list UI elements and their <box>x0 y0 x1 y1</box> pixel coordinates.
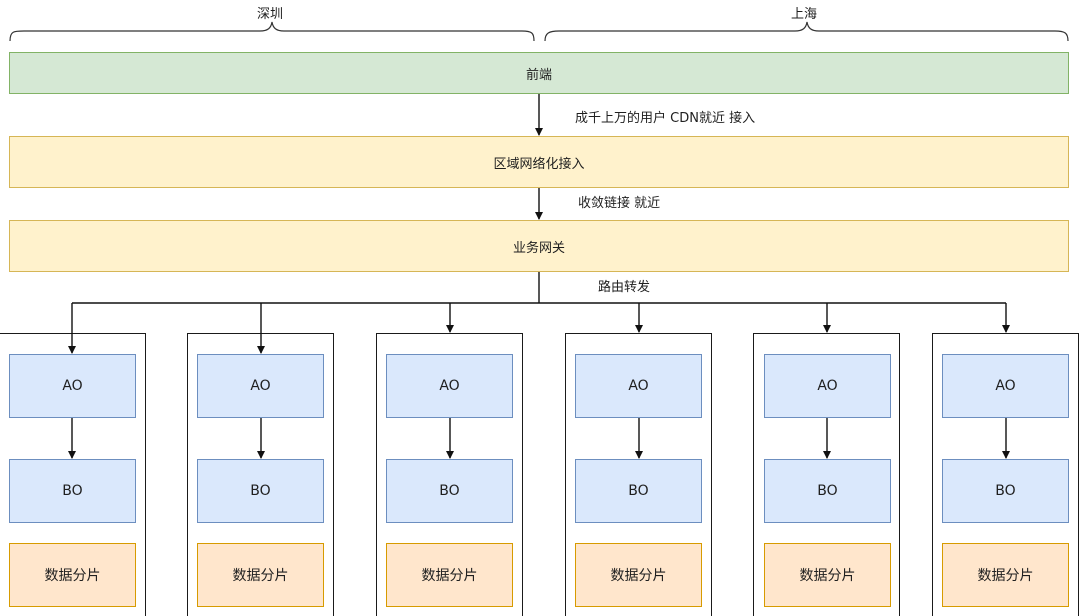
frontend-layer-label: 前端 <box>525 67 552 83</box>
ao-node-3: AO <box>386 354 513 418</box>
bo-node-label: BO <box>250 483 271 499</box>
gateway-layer: 业务网关 <box>9 220 1069 272</box>
ao-node-4: AO <box>575 354 702 418</box>
ao-node-1: AO <box>9 354 136 418</box>
region-label-shenzhen: 深圳 <box>257 7 284 22</box>
shard-container-5 <box>753 333 900 616</box>
bo-node-5: BO <box>764 459 891 523</box>
bo-node-label: BO <box>817 483 838 499</box>
ao-node-6: AO <box>942 354 1069 418</box>
ao-node-5: AO <box>764 354 891 418</box>
bo-node-label: BO <box>628 483 649 499</box>
access-layer-label: 区域网络化接入 <box>493 156 585 172</box>
access-layer: 区域网络化接入 <box>9 136 1069 188</box>
bo-node-label: BO <box>439 483 460 499</box>
bo-node-2: BO <box>197 459 324 523</box>
data-shard-node-label: 数据分片 <box>44 568 101 584</box>
bo-node-3: BO <box>386 459 513 523</box>
data-shard-node-label: 数据分片 <box>610 568 667 584</box>
shard-container-6 <box>932 333 1079 616</box>
ao-node-label: AO <box>250 378 271 394</box>
bo-node-label: BO <box>62 483 83 499</box>
ao-node-2: AO <box>197 354 324 418</box>
gateway-layer-label: 业务网关 <box>512 240 565 256</box>
region-label-shanghai: 上海 <box>791 7 818 22</box>
region-brace-shanghai <box>544 21 1069 42</box>
data-shard-node-label: 数据分片 <box>977 568 1034 584</box>
ao-node-label: AO <box>628 378 649 394</box>
data-shard-node-4: 数据分片 <box>575 543 702 607</box>
edge-label-routing: 路由转发 <box>598 280 651 295</box>
data-shard-node-label: 数据分片 <box>421 568 478 584</box>
shard-container-1 <box>0 333 146 616</box>
frontend-layer: 前端 <box>9 52 1069 94</box>
region-brace-shenzhen <box>9 21 535 42</box>
data-shard-node-label: 数据分片 <box>799 568 856 584</box>
data-shard-node-6: 数据分片 <box>942 543 1069 607</box>
data-shard-node-label: 数据分片 <box>232 568 289 584</box>
ao-node-label: AO <box>817 378 838 394</box>
ao-node-label: AO <box>995 378 1016 394</box>
bo-node-4: BO <box>575 459 702 523</box>
bo-node-6: BO <box>942 459 1069 523</box>
bo-node-1: BO <box>9 459 136 523</box>
shard-container-3 <box>376 333 523 616</box>
data-shard-node-5: 数据分片 <box>764 543 891 607</box>
edge-label-access-to-gateway: 收敛链接 就近 <box>578 196 661 211</box>
bo-node-label: BO <box>995 483 1016 499</box>
edge-label-frontend-to-access: 成千上万的用户 CDN就近 接入 <box>575 111 756 126</box>
shard-container-4 <box>565 333 712 616</box>
data-shard-node-3: 数据分片 <box>386 543 513 607</box>
ao-node-label: AO <box>439 378 460 394</box>
data-shard-node-2: 数据分片 <box>197 543 324 607</box>
ao-node-label: AO <box>62 378 83 394</box>
data-shard-node-1: 数据分片 <box>9 543 136 607</box>
